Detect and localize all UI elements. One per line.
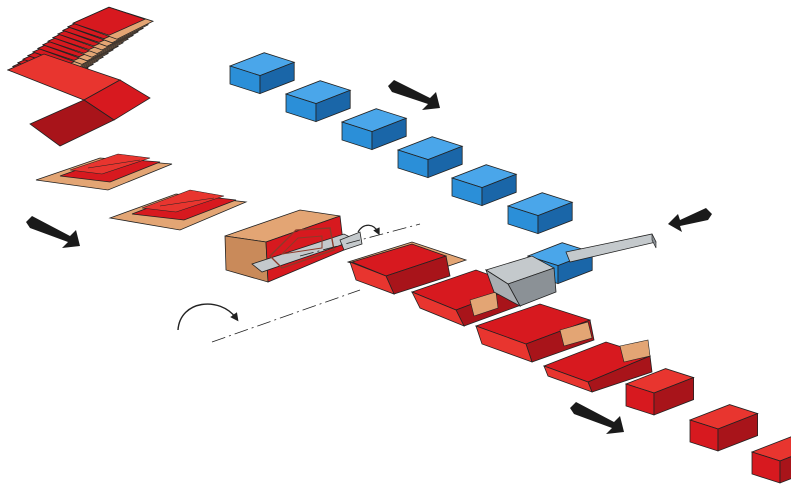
open-carton-icon [474,303,595,363]
closed-carton-icon [624,368,695,416]
product-block-icon [506,192,574,235]
flow-arrow-icon [570,402,624,434]
magazine-blank-face [71,6,147,36]
rotation-arrow-icon [177,303,239,331]
pusher-ram-icon [485,233,657,307]
product-block-icon [340,108,408,151]
product-block-icon-side [481,173,517,207]
center-line [211,223,421,343]
flow-arrow-icon [388,80,440,110]
closed-carton-icon-side [779,456,791,484]
product-block-icon-side [315,89,351,123]
open-carton-icon [542,339,653,393]
open-carton-icon [346,241,468,295]
flat-carton-magazine-icon [6,6,155,147]
flow-arrow-icon [668,208,712,232]
flat-blank-icon [35,153,173,191]
product-block-icon-side [259,61,295,95]
product-block-icon [396,136,464,179]
flow-arrow-icon [26,216,80,248]
product-block-icon-side [427,145,463,179]
closed-carton-icon-side [717,412,758,452]
product-block-icon [228,52,296,95]
product-block-icon [450,164,518,207]
closed-carton-icon [750,436,791,484]
product-block-icon-side [371,117,407,151]
closed-carton-icon [688,404,759,452]
closed-carton-icon-side [653,376,694,416]
erecting-mandrel-icon [224,209,363,283]
magazine-bottom-panel [29,99,115,147]
rotation-arrow-icon [357,224,380,236]
product-block-icon [284,80,352,123]
flat-blank-icon [108,189,248,231]
product-block-icon-side [537,201,573,235]
